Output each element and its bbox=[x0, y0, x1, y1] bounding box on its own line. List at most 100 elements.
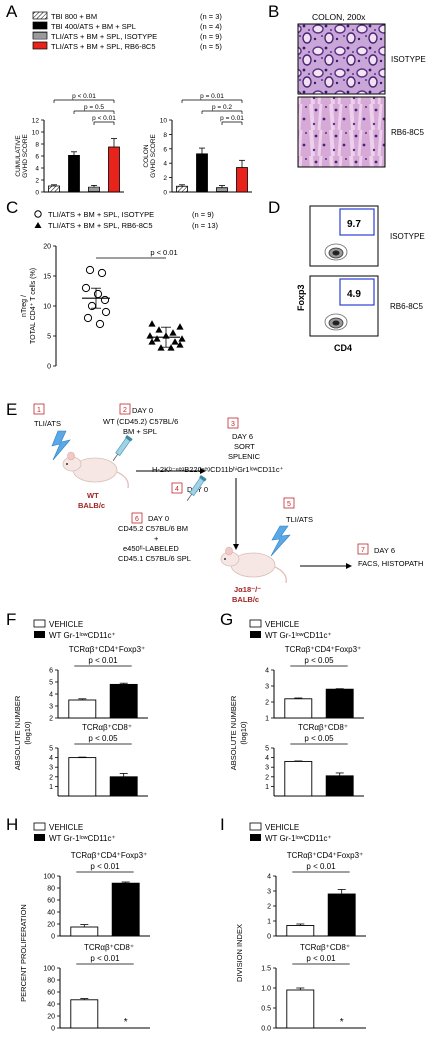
step-number: 1 bbox=[37, 407, 41, 414]
y-tick-label: 10 bbox=[160, 118, 168, 125]
legend-label: VEHICLE bbox=[265, 823, 299, 832]
legend-label: VEHICLE bbox=[49, 823, 83, 832]
arrow-head bbox=[200, 468, 206, 474]
y-axis-label: TOTAL CD4⁺ T cells (%) bbox=[30, 268, 37, 344]
bar bbox=[70, 926, 99, 937]
step-box bbox=[171, 482, 183, 494]
y-axis-label: GVHD SCORE bbox=[150, 133, 157, 177]
y-tick-label: 3 bbox=[265, 684, 269, 691]
y-tick-label: 2 bbox=[49, 716, 53, 723]
legend-marker-circle bbox=[34, 210, 42, 218]
step3-splenic: SPLENIC bbox=[228, 452, 261, 461]
y-axis-label: COLON bbox=[143, 144, 150, 167]
panel-letter-e: E bbox=[6, 400, 18, 419]
pvalue-label: p < 0.01 bbox=[306, 862, 336, 871]
y-tick-label: 1.5 bbox=[261, 966, 271, 973]
legend-swatch-black bbox=[32, 21, 48, 30]
panel-a: TBI 800 + BM (n = 3) TBI 400/ATS + BM + … bbox=[15, 11, 252, 195]
legend-label: TLI/ATS + BM + SPL, RB6-8C5 bbox=[48, 221, 152, 230]
panel-letter-b: B bbox=[268, 2, 280, 21]
axis-cd4: CD4 bbox=[334, 343, 352, 353]
y-axis-label: nTreg / bbox=[21, 295, 28, 317]
bar bbox=[284, 760, 313, 797]
pvalue-label: p < 0.01 bbox=[306, 954, 336, 963]
scatter-point bbox=[146, 332, 154, 339]
arrow-head bbox=[346, 563, 352, 569]
y-tick-label: 0 bbox=[51, 934, 55, 941]
y-tick-label: 4 bbox=[265, 668, 269, 675]
scatter-point bbox=[169, 329, 177, 336]
y-tick-label: 1 bbox=[49, 784, 53, 791]
gate-value: 9.7 bbox=[347, 219, 361, 230]
y-tick-label: 8 bbox=[35, 142, 39, 149]
scatter-point bbox=[93, 289, 103, 299]
y-tick-label: 3 bbox=[49, 765, 53, 772]
y-tick-label: 6 bbox=[163, 146, 167, 153]
step5-label: TLI/ATS bbox=[286, 515, 313, 524]
facs-plot-rb6 bbox=[309, 275, 379, 337]
pvalue-label: p = 0.2 bbox=[212, 104, 232, 111]
chart-subtitle: TCRαβ⁺CD8⁺ bbox=[82, 723, 132, 732]
y-tick-label: 100 bbox=[43, 874, 55, 881]
panel-letter-a: A bbox=[6, 2, 18, 21]
y-tick-label: 4 bbox=[49, 692, 53, 699]
bar bbox=[325, 688, 354, 719]
legend-swatch-wt bbox=[250, 631, 261, 638]
step-number: 5 bbox=[287, 501, 291, 508]
sort-population: H-2Kᵇ⁻ⁿᵉᵍB220ⁿᵉᵍCD11bʰⁱGr1ˡᵒʷCD11c⁺ bbox=[152, 465, 284, 474]
y-tick-label: 6 bbox=[49, 668, 53, 675]
legend-n: (n = 3) bbox=[200, 12, 222, 21]
pvalue-label: p < 0.01 bbox=[72, 93, 96, 100]
y-tick-label: 3 bbox=[265, 765, 269, 772]
y-tick-label: 5 bbox=[49, 746, 53, 753]
y-axis-label: ABSOLUTE NUMBER bbox=[13, 695, 22, 770]
bar bbox=[108, 146, 120, 193]
y-axis-label: CUMULATIVE bbox=[15, 135, 22, 177]
bar bbox=[176, 185, 188, 193]
pvalue-label: p < 0.01 bbox=[92, 115, 116, 122]
scatter-point bbox=[85, 265, 95, 275]
scatter-point bbox=[101, 307, 111, 317]
y-tick-label: 60 bbox=[47, 898, 55, 905]
pvalue-label: p = 0.01 bbox=[220, 115, 244, 122]
bar bbox=[48, 185, 60, 193]
y-axis-label: GVHD SCORE bbox=[22, 133, 29, 177]
pvalue-label: p < 0.01 bbox=[88, 656, 118, 665]
panel-b: COLON, 200x ISOTYPE RB6-8C5 bbox=[297, 12, 426, 168]
scatter-point bbox=[176, 341, 184, 348]
chart-subtitle: TCRαβ⁺CD4⁺Foxp3⁺ bbox=[287, 851, 364, 860]
panel-letter-i: I bbox=[220, 815, 225, 834]
panel-c-legend: TLI/ATS + BM + SPL, ISOTYPE (n = 9) TLI/… bbox=[34, 210, 219, 230]
scatter-point bbox=[148, 320, 156, 327]
scatter-point bbox=[97, 268, 107, 278]
star-marker: * bbox=[124, 1017, 128, 1028]
bar bbox=[325, 775, 354, 797]
pvalue-label: p < 0.01 bbox=[90, 862, 120, 871]
legend-label: WT Gr-1ˡᵒʷCD11c⁺ bbox=[265, 631, 332, 640]
legend-swatch-vehicle bbox=[249, 822, 262, 831]
recipient-strain: BALB/c bbox=[232, 595, 259, 604]
panel-e: 1 2 3 4 5 6 7 TLI/ATS WT BALB/c DAY 0 WT… bbox=[33, 403, 423, 604]
legend-swatch-hatch bbox=[32, 11, 48, 20]
pvalue-label: p < 0.05 bbox=[88, 734, 118, 743]
legend-label: TLI/ATS + BM + SPL, RB6-8C5 bbox=[51, 42, 155, 51]
chart-subtitle: TCRαβ⁺CD8⁺ bbox=[84, 943, 134, 952]
step6-bm: CD45.2 C57BL/6 BM bbox=[118, 524, 188, 533]
y-tick-label: 2 bbox=[267, 904, 271, 911]
legend-n: (n = 13) bbox=[192, 221, 219, 230]
panel-c: TLI/ATS + BM + SPL, ISOTYPE (n = 9) TLI/… bbox=[21, 210, 219, 371]
facs-contour bbox=[324, 313, 348, 331]
pvalue-label: p < 0.05 bbox=[304, 734, 334, 743]
syringe-icon bbox=[112, 434, 133, 461]
y-tick-label: 40 bbox=[47, 910, 55, 917]
y-tick-label: 20 bbox=[43, 244, 51, 251]
y-tick-label: 3 bbox=[49, 704, 53, 711]
y-tick-label: 2 bbox=[35, 178, 39, 185]
scatter-point bbox=[95, 319, 105, 329]
axis-foxp3: Foxp3 bbox=[296, 284, 306, 311]
recipient-label: Jα18⁻/⁻ bbox=[234, 585, 261, 594]
bar bbox=[196, 153, 208, 193]
colon-image-isotype bbox=[297, 23, 386, 95]
step1-label: TLI/ATS bbox=[34, 419, 61, 428]
panel-letter-f: F bbox=[6, 610, 17, 629]
